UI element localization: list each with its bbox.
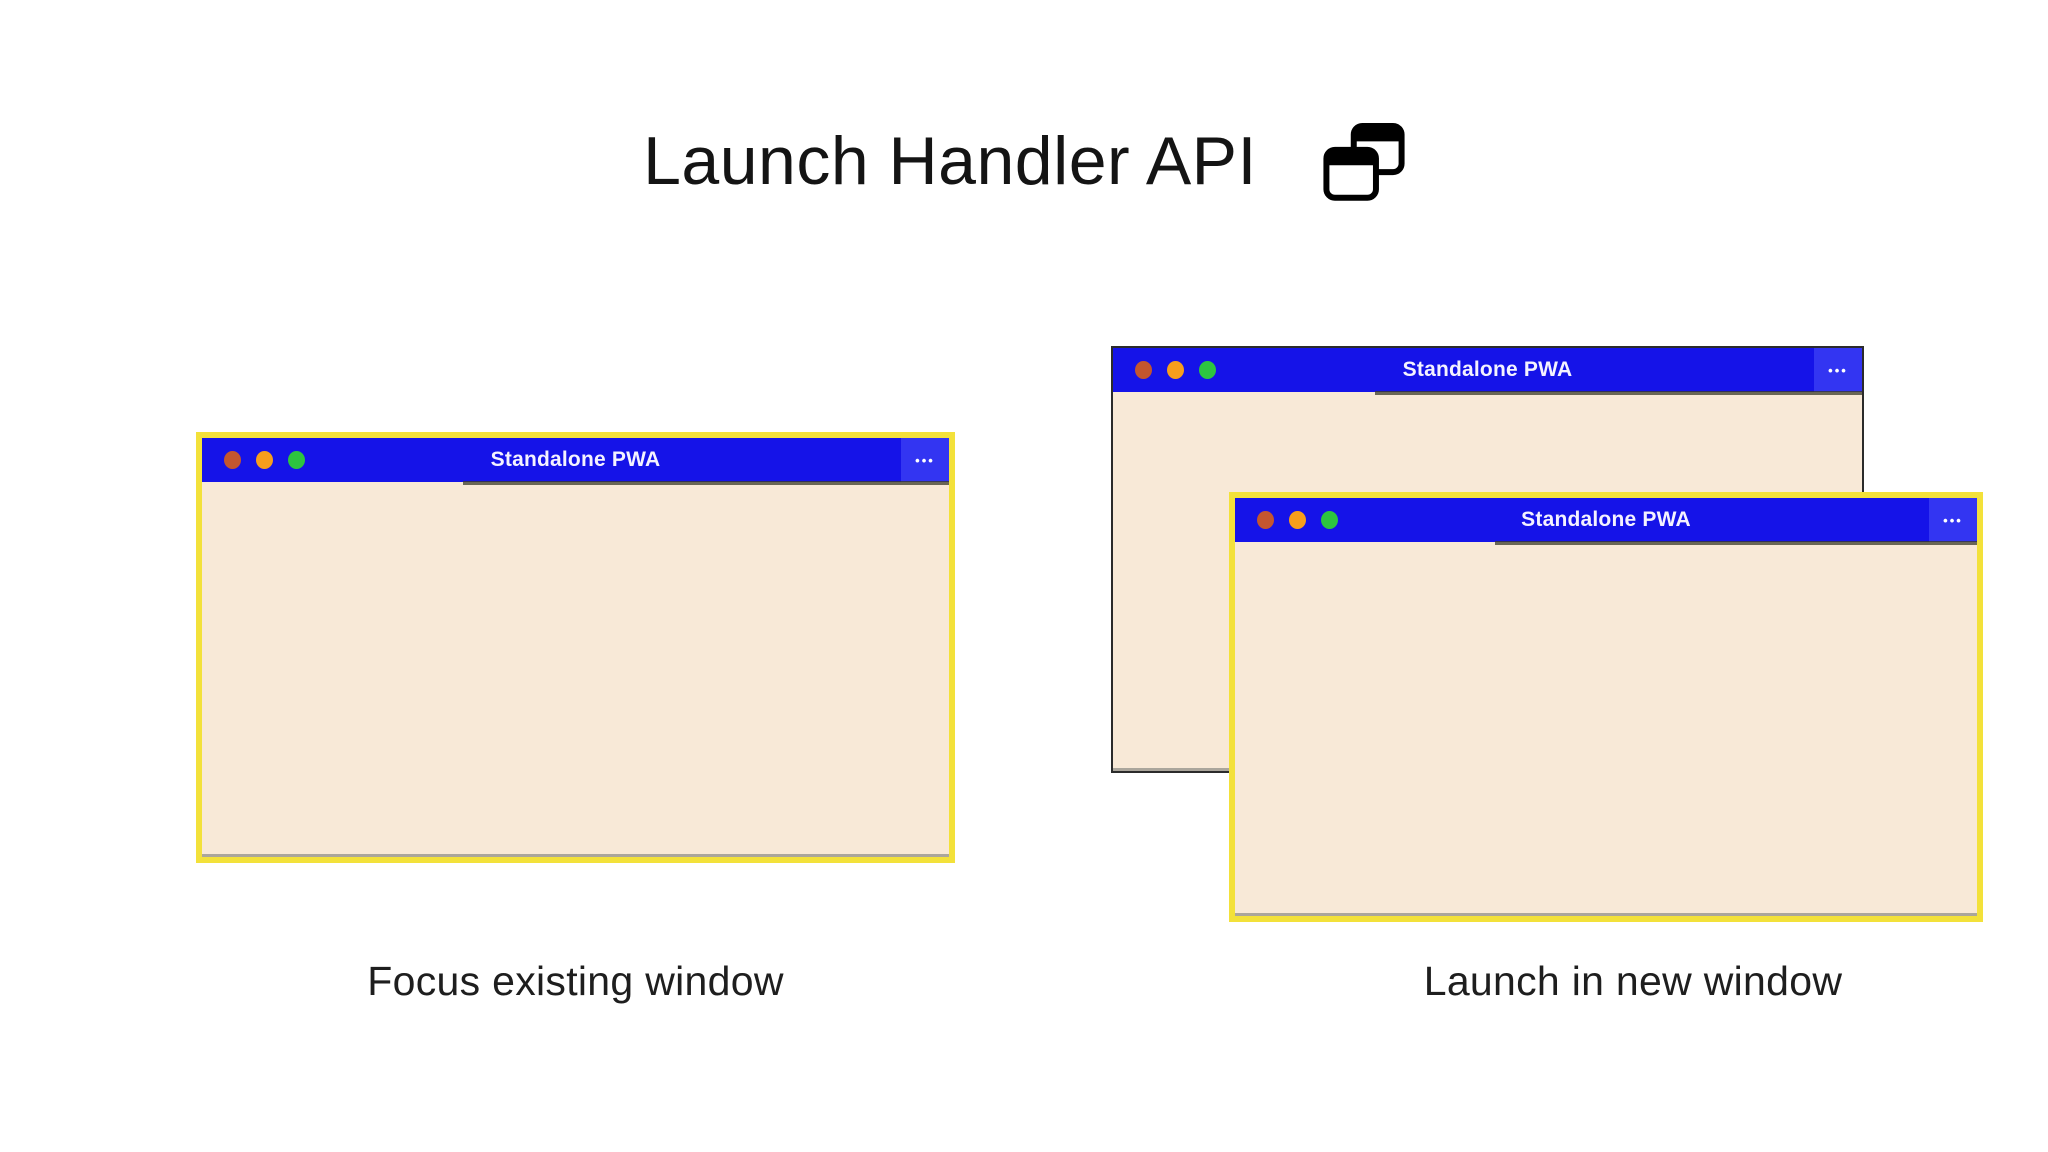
more-menu-button[interactable]: ••• xyxy=(901,438,949,482)
more-menu-button[interactable]: ••• xyxy=(1929,498,1977,542)
titlebar[interactable]: Standalone PWA ••• xyxy=(1235,498,1977,545)
caption-focus-existing: Focus existing window xyxy=(367,958,784,1004)
close-dot[interactable] xyxy=(224,451,241,469)
pwa-window-new: Standalone PWA ••• xyxy=(1229,492,1983,922)
minimize-dot[interactable] xyxy=(1167,361,1184,379)
window-title: Standalone PWA xyxy=(490,448,661,471)
titlebar-shadow xyxy=(463,481,949,485)
minimize-dot[interactable] xyxy=(1289,511,1306,529)
more-menu-button[interactable]: ••• xyxy=(1814,348,1862,392)
window-content xyxy=(1235,542,1977,916)
window-title: Standalone PWA xyxy=(1402,358,1573,381)
close-dot[interactable] xyxy=(1257,511,1274,529)
header: Launch Handler API xyxy=(0,118,2048,204)
titlebar[interactable]: Standalone PWA ••• xyxy=(1113,348,1862,395)
traffic-lights xyxy=(1257,498,1338,542)
window-content xyxy=(202,482,949,857)
page-title: Launch Handler API xyxy=(643,123,1257,199)
close-dot[interactable] xyxy=(1135,361,1152,379)
maximize-dot[interactable] xyxy=(1321,511,1338,529)
traffic-lights xyxy=(224,438,305,482)
titlebar-shadow xyxy=(1494,541,1977,545)
pwa-window-focused: Standalone PWA ••• xyxy=(196,432,955,863)
titlebar-shadow xyxy=(1375,391,1862,395)
overlapping-windows-icon xyxy=(1323,122,1405,201)
caption-launch-new: Launch in new window xyxy=(1423,958,1843,1004)
minimize-dot[interactable] xyxy=(256,451,273,469)
traffic-lights xyxy=(1135,348,1216,392)
maximize-dot[interactable] xyxy=(1199,361,1216,379)
titlebar[interactable]: Standalone PWA ••• xyxy=(202,438,949,485)
maximize-dot[interactable] xyxy=(288,451,305,469)
window-title: Standalone PWA xyxy=(1521,508,1691,531)
